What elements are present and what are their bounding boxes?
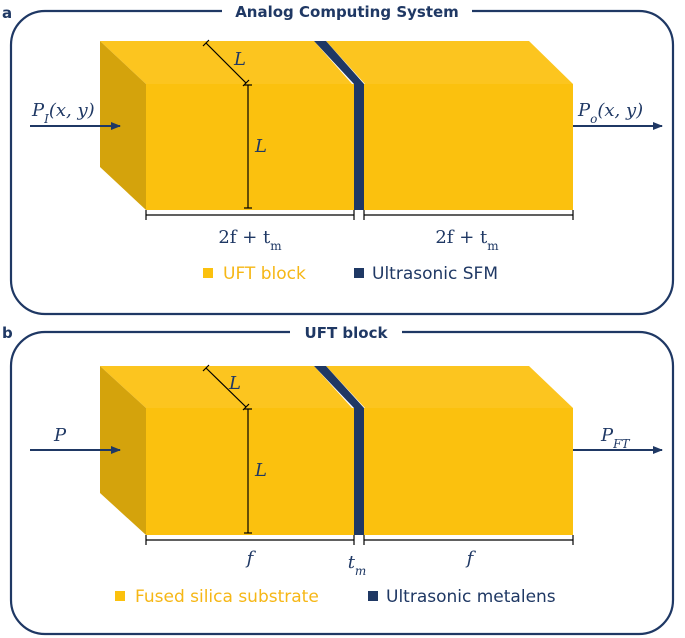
height-label: L xyxy=(254,460,267,481)
panel-b: b UFT block L L f tm f P xyxy=(2,323,675,636)
depth-tick-start xyxy=(202,364,210,372)
panel-a-letter: a xyxy=(2,4,12,22)
block-front-right xyxy=(364,84,573,210)
depth-label: L xyxy=(233,49,246,70)
input-label: PI(x, y) xyxy=(31,100,95,126)
metasurface-front xyxy=(354,84,364,210)
output-label: PFT xyxy=(600,425,630,451)
length-middle-label: tm xyxy=(348,552,367,578)
block-side-face xyxy=(100,41,146,210)
depth-label: L xyxy=(228,373,241,394)
output-label: Po(x, y) xyxy=(577,100,643,126)
length-right-text: 2f + tm xyxy=(435,227,499,253)
panel-a: a Analog Computing System L L 2 xyxy=(2,2,675,316)
legend-swatch-ultrasonic-sfm xyxy=(354,268,364,278)
legend-label-fused-silica: Fused silica substrate xyxy=(135,587,319,607)
depth-tick-start xyxy=(202,39,210,47)
panel-b-letter: b xyxy=(2,324,13,342)
block-front-left xyxy=(146,408,354,535)
length-right-label: 2f + tm xyxy=(435,227,499,253)
block-top-right xyxy=(326,366,573,408)
block-front-left xyxy=(146,84,354,210)
panel-b-title: UFT block xyxy=(305,324,389,342)
panel-b-title-gap xyxy=(290,323,402,343)
metasurface-top xyxy=(314,41,364,84)
panel-a-title: Analog Computing System xyxy=(235,3,459,21)
block-front-right xyxy=(364,408,573,535)
length-left-label: f xyxy=(245,548,257,569)
depth-dimension-line xyxy=(205,367,247,408)
block-side-face xyxy=(100,366,146,535)
length-right-label: f xyxy=(465,548,477,569)
height-label: L xyxy=(254,136,267,157)
legend-label-ultrasonic-metalens: Ultrasonic metalens xyxy=(386,587,556,607)
metalens-front xyxy=(354,408,364,535)
legend-swatch-ultrasonic-metalens xyxy=(368,591,378,601)
depth-dimension-line xyxy=(205,42,247,84)
legend-label-ultrasonic-sfm: Ultrasonic SFM xyxy=(372,264,498,284)
metalens-top xyxy=(314,366,364,408)
length-left-label: 2f + tm xyxy=(218,227,282,253)
legend-swatch-uft-block xyxy=(203,268,213,278)
input-label: P xyxy=(53,425,67,446)
panel-a-title-gap xyxy=(222,2,472,22)
block-top-right xyxy=(326,41,573,84)
legend-label-uft-block: UFT block xyxy=(223,264,306,284)
legend-swatch-fused-silica xyxy=(115,591,125,601)
length-left-text: 2f + tm xyxy=(218,227,282,253)
